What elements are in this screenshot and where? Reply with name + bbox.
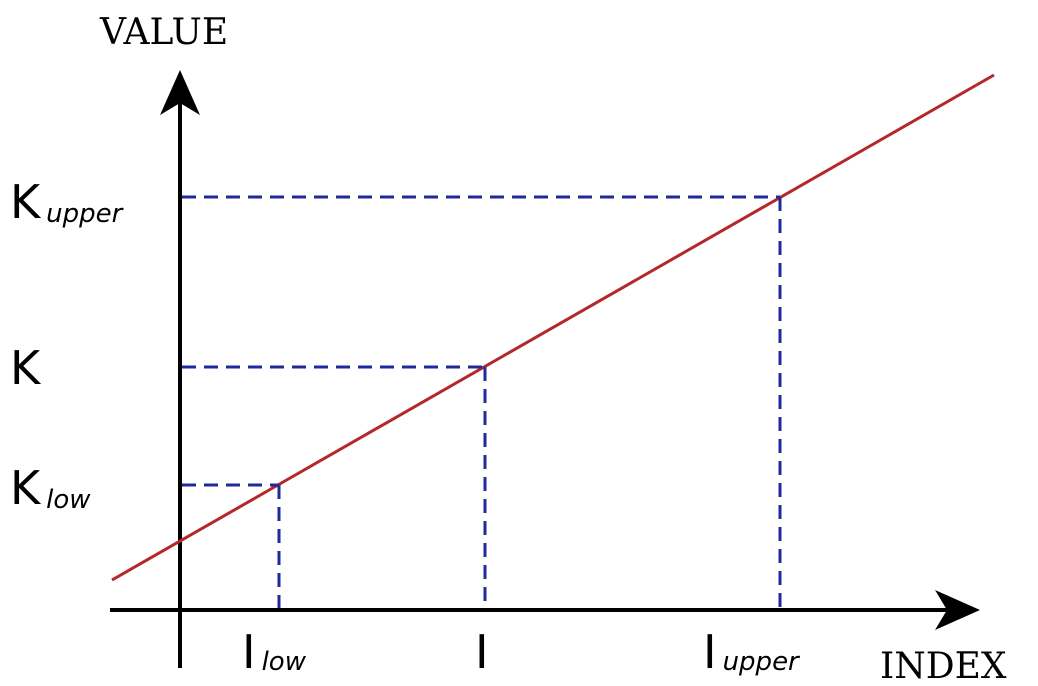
label-k: K [10,341,42,395]
y-axis-title: VALUE [99,12,228,53]
label-i-upper-main: I [703,625,717,679]
guide-lines [182,195,782,608]
x-axis-title: INDEX [880,646,1007,686]
label-k-low-sub: low [46,485,91,515]
label-i-main: I [475,625,489,679]
label-i-low-main: I [242,625,256,679]
y-axis-arrowhead [160,70,200,115]
label-i: I [475,625,489,679]
label-k-low-main: K [10,461,42,515]
label-k-main: K [10,341,42,395]
interpolation-line [111,73,995,582]
label-i-low-sub: low [262,647,307,677]
label-i-upper-sub: upper [723,647,801,677]
label-k-upper-main: K [10,175,42,229]
x-axis-arrowhead [935,590,980,630]
label-k-upper-sub: upper [46,199,124,229]
